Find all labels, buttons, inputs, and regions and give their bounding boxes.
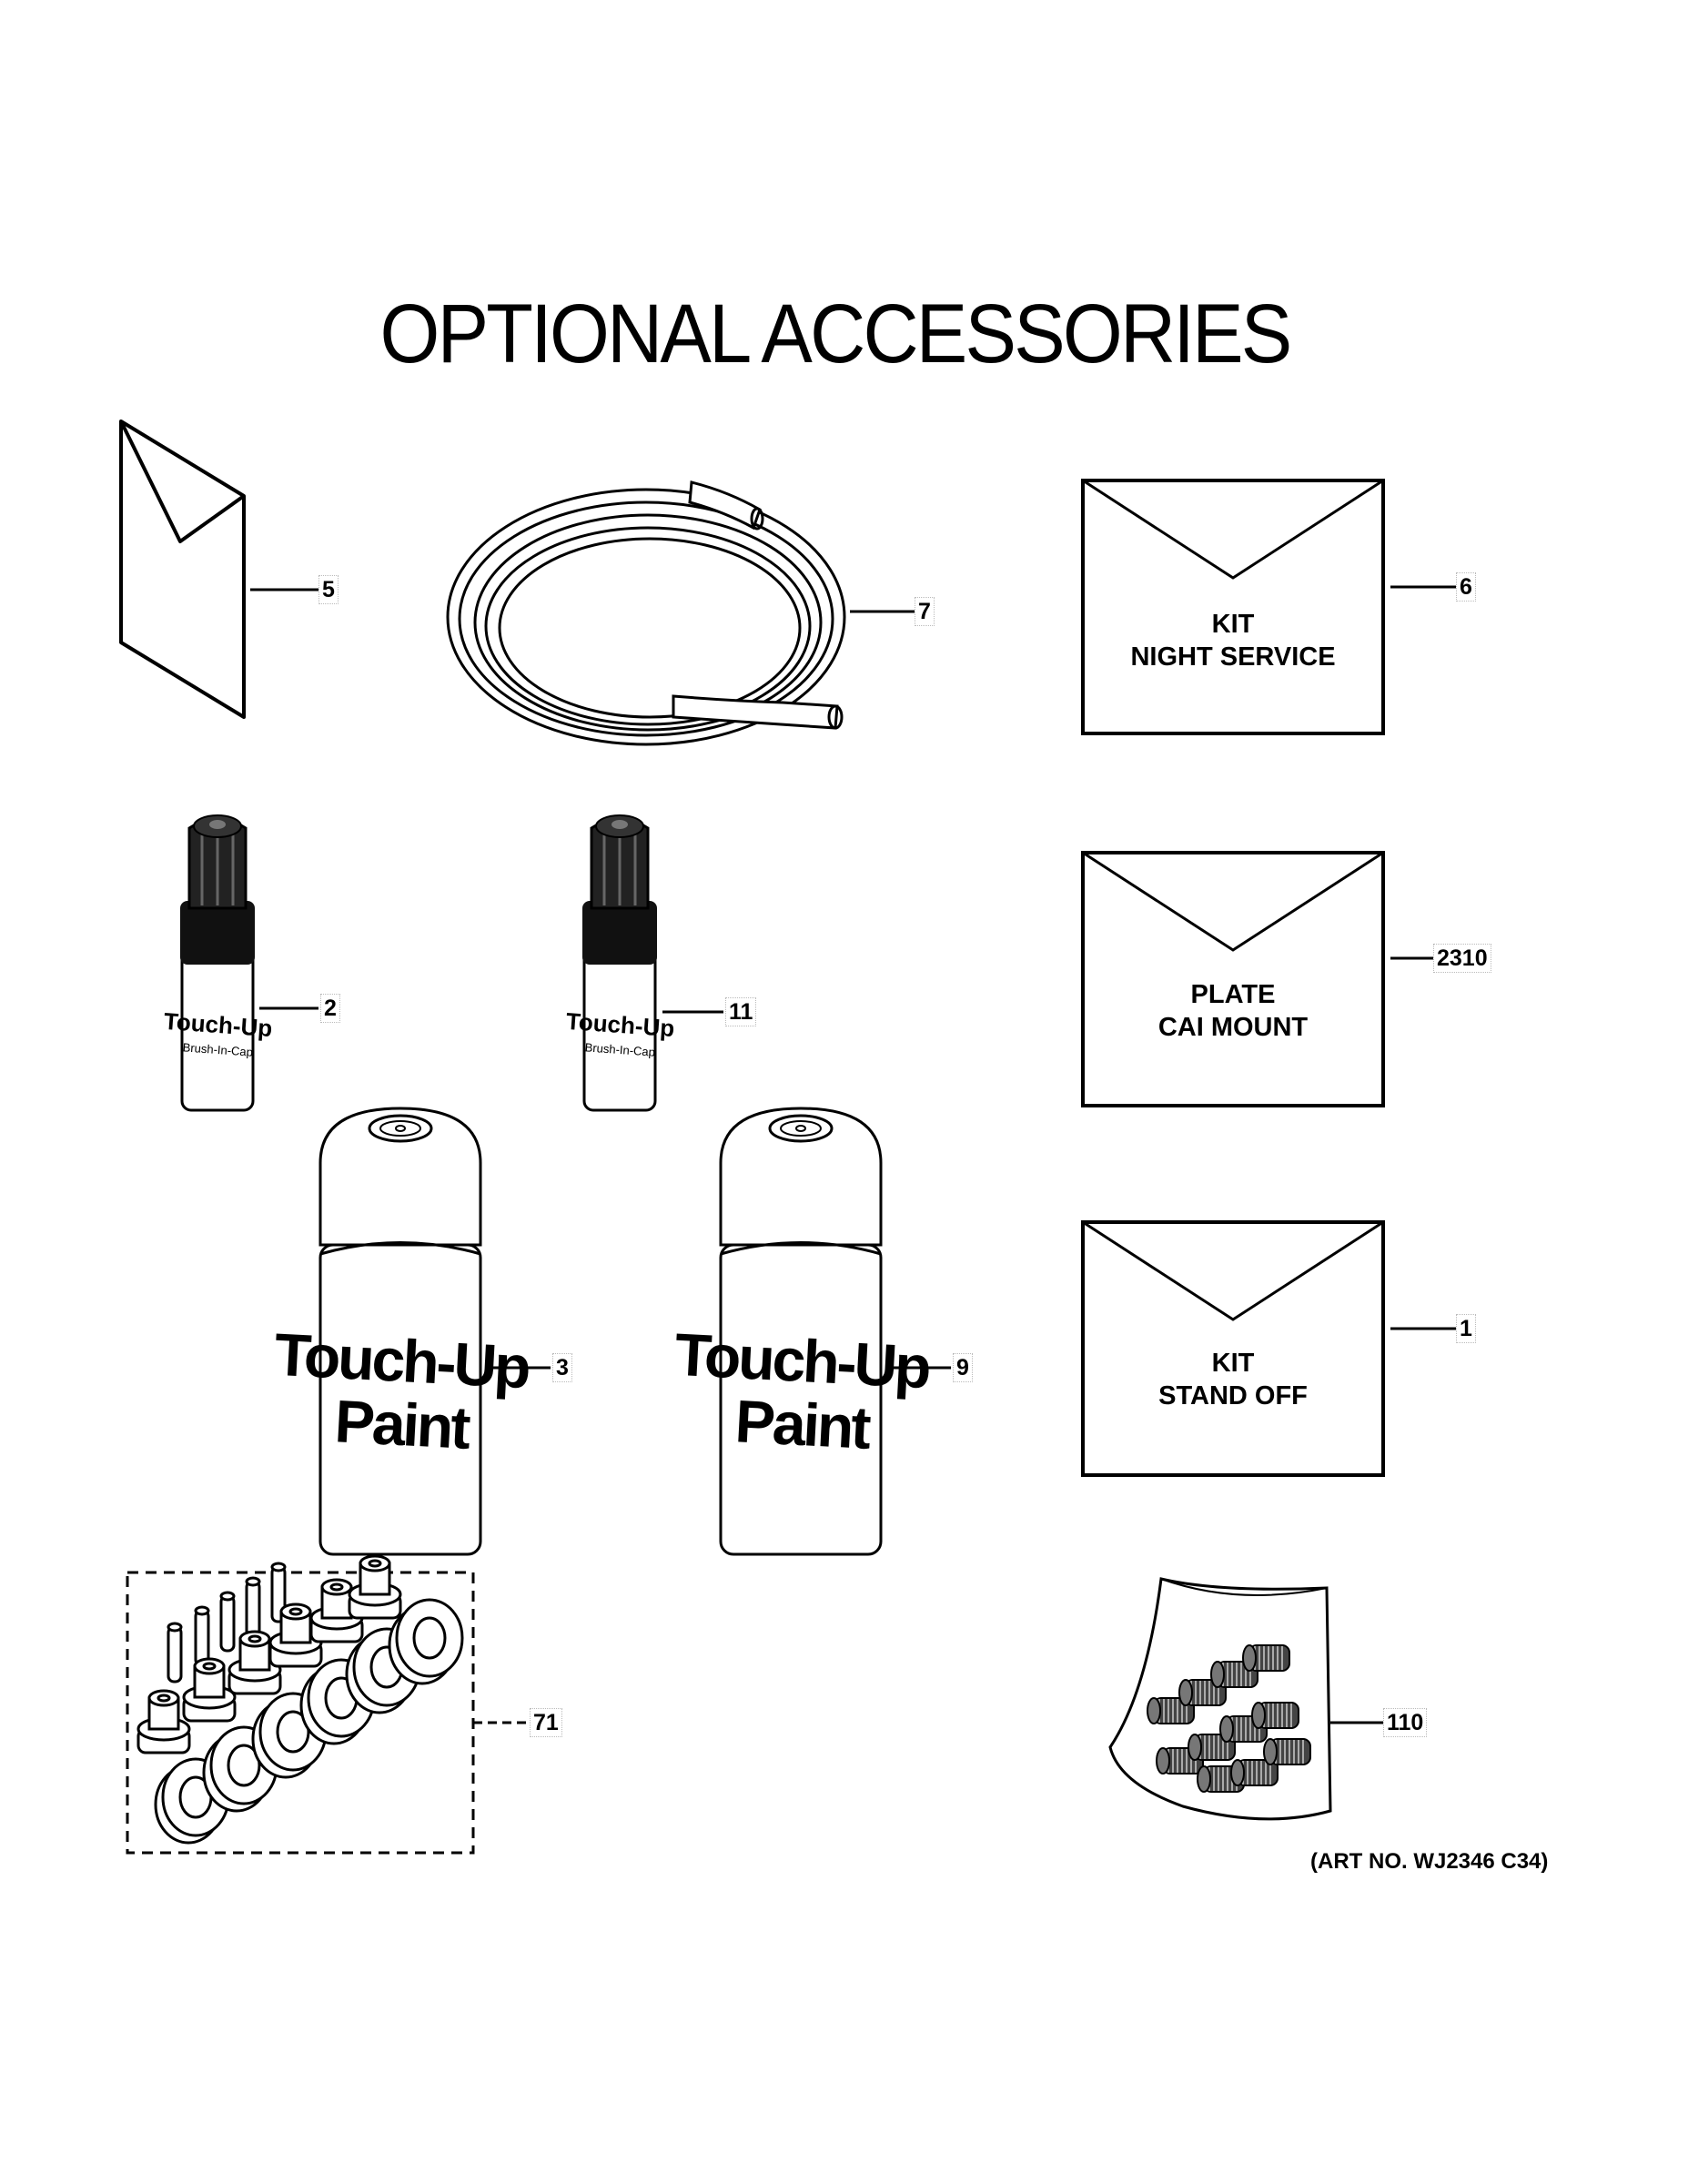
- envelope-line1: PLATE: [1190, 980, 1276, 1009]
- pen-label-sub: Brush-In-Cap: [584, 1040, 655, 1058]
- can-label-line1: Touch-Up: [273, 1320, 531, 1401]
- envelope-label-night-service: KIT NIGHT SERVICE: [1083, 608, 1383, 673]
- pen-label-brand: Touch-Up: [163, 1007, 273, 1042]
- envelope-line2: NIGHT SERVICE: [1130, 642, 1336, 672]
- can-label-line2: Paint: [333, 1387, 472, 1461]
- envelope-kit-stand-off: [1081, 1220, 1456, 1477]
- touchup-pen-2: Touch-Up Brush-In-Cap: [163, 814, 273, 1112]
- callout-3: 3: [552, 1353, 572, 1382]
- can-label-line2: Paint: [733, 1387, 873, 1461]
- callout-71: 71: [530, 1708, 562, 1737]
- envelope-line2: STAND OFF: [1158, 1381, 1308, 1410]
- pen-label-brand: Touch-Up: [565, 1007, 675, 1042]
- callout-1: 1: [1456, 1314, 1476, 1343]
- callout-9: 9: [953, 1353, 973, 1382]
- envelope-line1: KIT: [1211, 1349, 1255, 1378]
- literature-part: [119, 420, 318, 719]
- envelope-line2: CAI MOUNT: [1157, 1013, 1309, 1042]
- tubing-part: [446, 480, 915, 746]
- callout-5: 5: [318, 575, 339, 604]
- callout-6: 6: [1456, 572, 1476, 602]
- callout-7: 7: [915, 597, 935, 626]
- touchup-can-9: Touch-Up Paint: [673, 1107, 931, 1556]
- can-label-line1: Touch-Up: [673, 1320, 931, 1401]
- touchup-pen-11: Touch-Up Brush-In-Cap: [565, 814, 675, 1112]
- grommet-kit-part: [126, 1554, 528, 1855]
- art-number: (ART NO. WJ2346 C34): [1310, 1849, 1549, 1874]
- page-title: OPTIONAL ACCESSORIES: [379, 288, 1293, 380]
- envelope-label-stand-off: KIT STAND OFF: [1083, 1347, 1383, 1412]
- envelope-plate-cai-mount: [1081, 851, 1433, 1107]
- envelope-kit-night-service: [1081, 479, 1456, 735]
- envelope-line1: KIT: [1211, 610, 1255, 639]
- touchup-can-3: Touch-Up Paint: [273, 1107, 531, 1556]
- callout-110: 110: [1383, 1708, 1428, 1737]
- callout-2310: 2310: [1433, 944, 1491, 973]
- envelope-label-cai-mount: PLATE CAI MOUNT: [1083, 978, 1383, 1044]
- callout-11: 11: [725, 997, 757, 1026]
- pen-label-sub: Brush-In-Cap: [182, 1040, 253, 1058]
- bag-of-screws-part: [1108, 1577, 1383, 1821]
- callout-2: 2: [320, 994, 340, 1023]
